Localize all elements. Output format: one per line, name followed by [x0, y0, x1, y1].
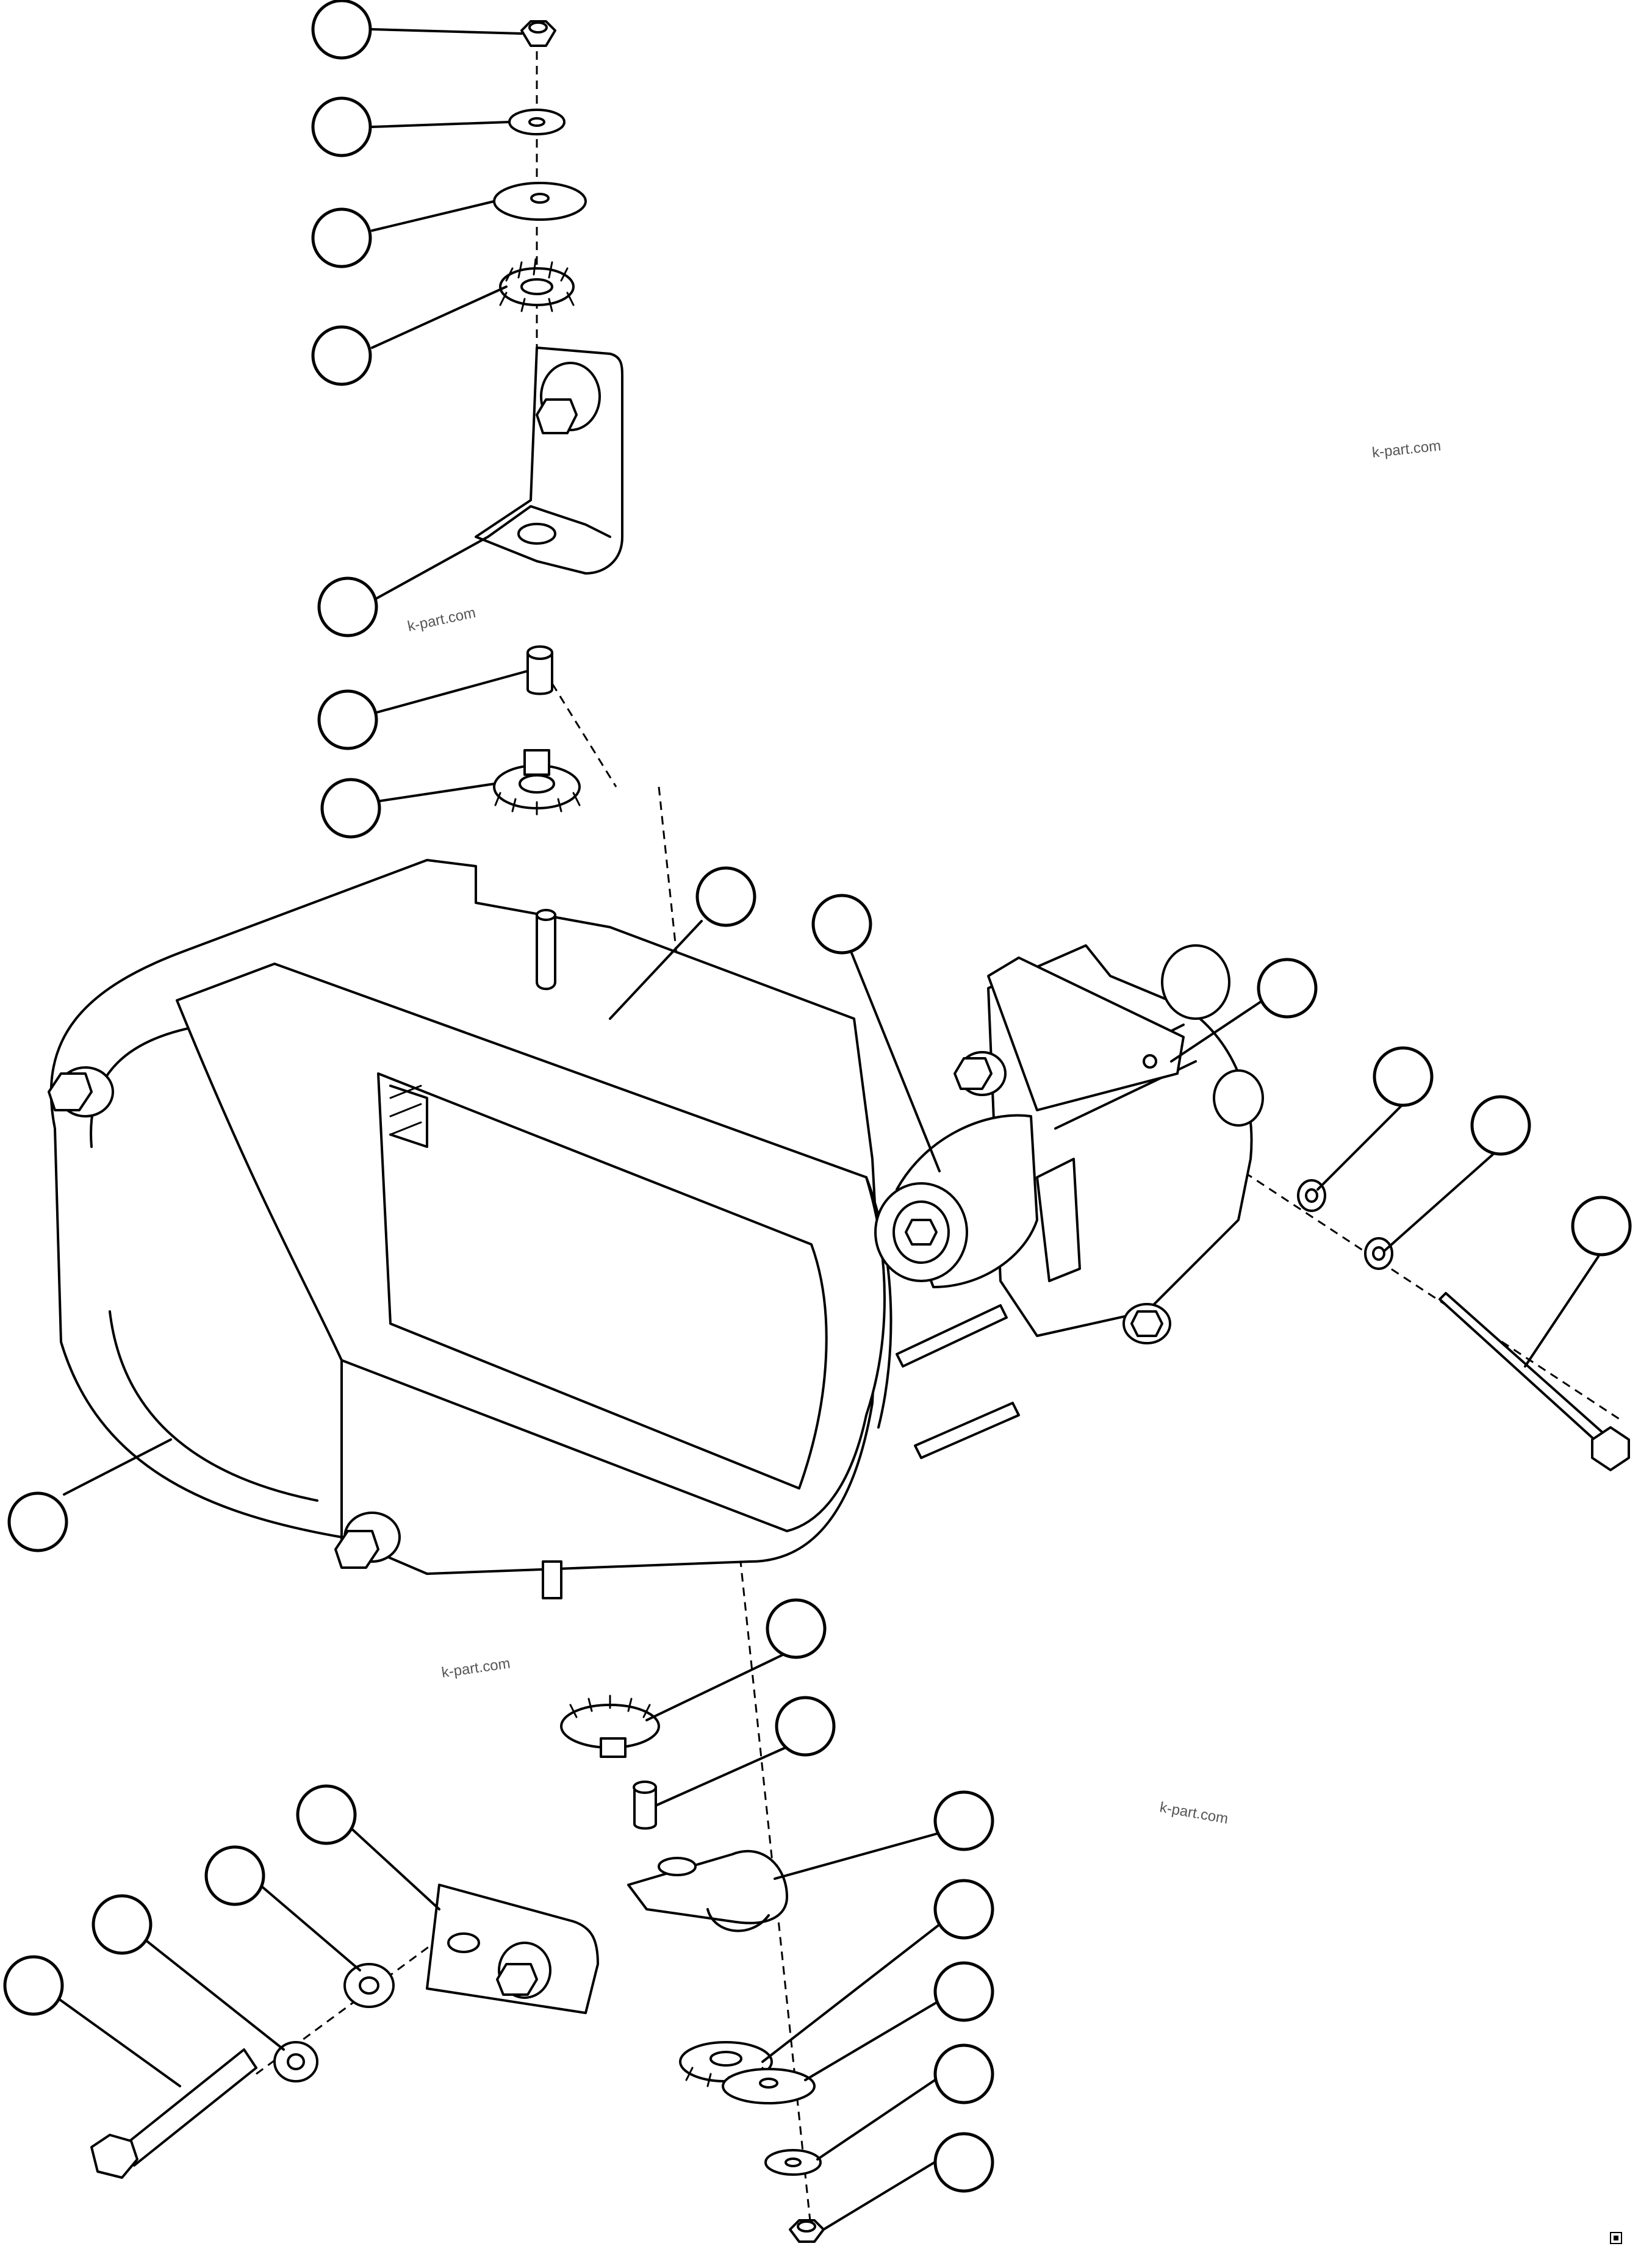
callout-bubble: [933, 1790, 994, 1851]
callout-bubble: [317, 689, 378, 750]
callout-bubble: [1373, 1046, 1434, 1107]
callout-bubble: [311, 96, 372, 157]
lock-washer-top: [508, 109, 566, 135]
callout-bubble: [311, 0, 372, 60]
watermark-text: k-part.com: [406, 604, 477, 635]
upper-mount-bracket: [475, 346, 623, 575]
callout-bubble: [7, 1491, 68, 1552]
callout-bubble: [92, 1894, 153, 1955]
callout-bubble: [933, 2132, 994, 2193]
top-nut: [520, 20, 556, 47]
upper-hardware-stack: [475, 20, 623, 816]
bottom-nut: [789, 2219, 825, 2243]
lower-left-hardware: [90, 1884, 599, 2179]
lower-bushing-gear-top: [493, 749, 581, 816]
callout-bubble: [317, 576, 378, 637]
flat-washer-bottom: [722, 2068, 816, 2104]
callout-bubble: [695, 866, 756, 927]
short-bolt: [90, 2048, 257, 2179]
flat-washer-top: [493, 182, 587, 221]
callout-bubbles: [3, 0, 1632, 2193]
side-mount-plate: [426, 1884, 599, 2014]
lower-hardware-stack: [560, 1695, 825, 2243]
callout-bubble: [933, 2043, 994, 2104]
watermark-text: k-part.com: [440, 1655, 511, 1681]
callout-bubble: [775, 1696, 836, 1757]
right-washer-2: [1364, 1237, 1393, 1270]
upper-spacer: [526, 645, 553, 695]
callout-bubble: [766, 1598, 827, 1659]
corner-qr-mark: [1610, 2232, 1622, 2244]
callout-bubble: [933, 1961, 994, 2022]
lock-washer-bottom: [764, 2149, 822, 2176]
leader-lines: [26, 28, 1600, 2231]
callout-bubble: [1257, 958, 1318, 1019]
lower-mount-bracket: [627, 1849, 788, 1932]
long-bolt: [1438, 1292, 1630, 1471]
watermark-text: k-part.com: [1371, 437, 1442, 461]
callout-bubble: [311, 207, 372, 268]
callout-bubble: [811, 894, 872, 955]
motor-assembly: [874, 944, 1264, 1344]
motor-bracket-bolt: [953, 1051, 1007, 1096]
watermark-text: k-part.com: [1158, 1799, 1229, 1827]
callout-bubble: [296, 1784, 357, 1845]
callout-bubble: [3, 1955, 64, 2016]
upper-bushing-gear: [499, 258, 575, 312]
left-washer-2: [273, 2041, 318, 2082]
belt-cover-housing: [48, 859, 1020, 1599]
housing-bolt-lower-left: [334, 1512, 401, 1569]
callout-bubble: [204, 1845, 265, 1906]
drive-pulley: [874, 1182, 968, 1282]
lower-spacer: [633, 1781, 657, 1830]
left-washer-1: [343, 1963, 395, 2008]
callout-bubble: [320, 778, 381, 839]
housing-bolt-upper-left: [48, 1066, 114, 1117]
motor-lower-bolt: [1122, 1303, 1171, 1344]
callout-bubble: [1470, 1095, 1531, 1156]
right-hardware-stack: [1297, 1179, 1630, 1471]
callout-bubble: [1571, 1196, 1632, 1257]
callout-bubble: [311, 325, 372, 386]
lower-bushing-gear-upper: [560, 1695, 660, 1758]
callout-bubble: [933, 1879, 994, 1940]
